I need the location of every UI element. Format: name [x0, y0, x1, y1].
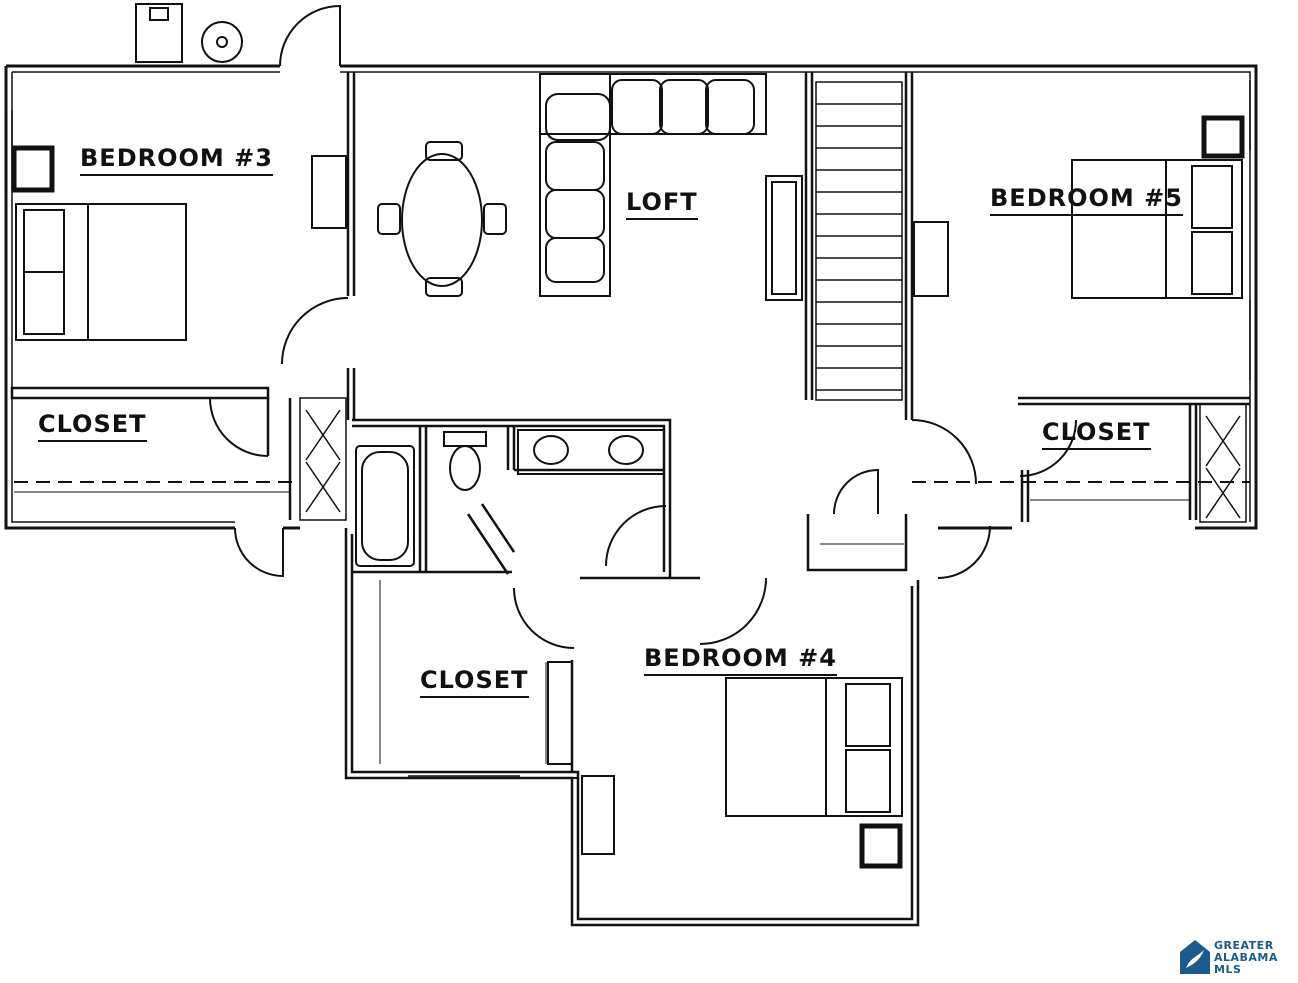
nightstands [11, 115, 1245, 869]
room-label-closet-left: CLOSET [38, 412, 147, 442]
room-label-loft: LOFT [626, 190, 698, 220]
logo-line-2: ALABAMA [1214, 951, 1278, 964]
dining-table [377, 141, 507, 297]
tv-console [765, 175, 803, 301]
exterior-units [135, 3, 243, 63]
house-icon [1180, 940, 1210, 974]
room-label-closet-center: CLOSET [420, 668, 529, 698]
logo-line-1: GREATER [1214, 939, 1274, 952]
room-label-closet-right: CLOSET [1042, 420, 1151, 450]
exterior-walls [4, 64, 1258, 927]
beds [15, 159, 1243, 817]
greater-alabama-mls-logo: GREATER ALABAMA MLS [1178, 938, 1293, 978]
interior-walls [10, 72, 1250, 772]
linen-closets [299, 397, 1247, 523]
sectional-sofa [539, 73, 767, 297]
door-swings [209, 4, 1077, 649]
room-label-bedroom-5: BEDROOM #5 [990, 186, 1183, 216]
stairs [815, 81, 903, 401]
dressers [311, 155, 949, 855]
room-label-bedroom-4: BEDROOM #4 [644, 646, 837, 676]
logo-line-3: MLS [1214, 963, 1242, 976]
windows [5, 80, 1257, 926]
room-label-bedroom-3: BEDROOM #3 [80, 146, 273, 176]
bath-fixtures [355, 429, 665, 575]
